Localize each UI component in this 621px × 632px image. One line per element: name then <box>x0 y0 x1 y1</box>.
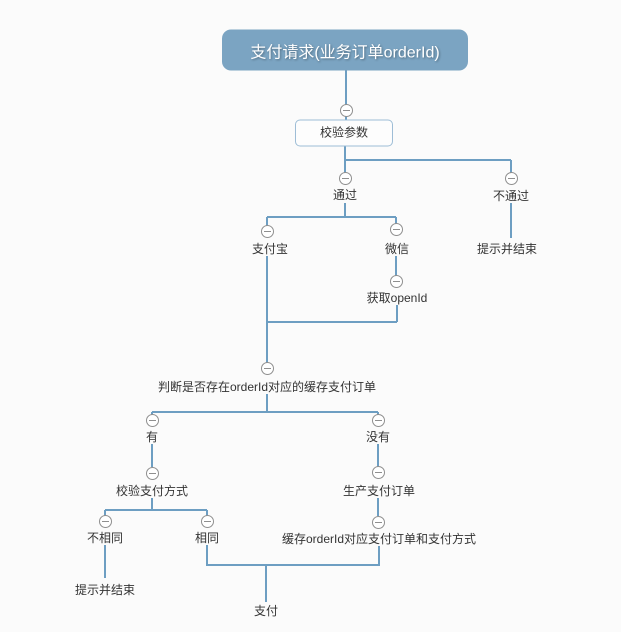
connector-line <box>510 203 512 238</box>
connector-line <box>105 509 207 511</box>
connector-line <box>344 146 346 160</box>
collapse-icon[interactable] <box>260 224 274 238</box>
connector-line <box>266 217 268 226</box>
connector-line <box>395 256 397 276</box>
connector-line <box>104 510 106 516</box>
connector-line <box>378 546 380 566</box>
node-pay[interactable]: 支付 <box>253 604 279 618</box>
connector-line <box>344 203 346 217</box>
collapse-icon[interactable] <box>371 413 385 427</box>
node-cache-order[interactable]: 缓存orderId对应支付订单和支付方式 <box>281 532 477 546</box>
connector-line <box>345 159 511 161</box>
connector-line <box>377 498 379 516</box>
connector-line <box>265 565 267 602</box>
collapse-icon[interactable] <box>145 466 159 480</box>
connector-line <box>266 256 268 322</box>
connector-line <box>151 498 153 510</box>
collapse-icon[interactable] <box>389 222 403 236</box>
node-same[interactable]: 相同 <box>194 531 220 545</box>
node-create-pay-order[interactable]: 生产支付订单 <box>342 484 416 498</box>
collapse-icon[interactable] <box>504 171 518 185</box>
connector-line <box>377 444 379 467</box>
node-alipay[interactable]: 支付宝 <box>251 242 289 256</box>
node-verify-pay-method[interactable]: 校验支付方式 <box>115 484 189 498</box>
connector-line <box>396 305 398 322</box>
collapse-icon[interactable] <box>371 465 385 479</box>
collapse-icon[interactable] <box>98 514 112 528</box>
connector-line <box>345 70 347 120</box>
node-prompt-end-left[interactable]: 提示并结束 <box>74 583 136 597</box>
node-pass[interactable]: 通过 <box>332 188 358 202</box>
connector-line <box>510 160 512 173</box>
collapse-icon[interactable] <box>338 171 352 185</box>
connector-line <box>266 322 268 363</box>
node-check-cached-order[interactable]: 判断是否存在orderId对应的缓存支付订单 <box>157 380 377 394</box>
connector-line <box>266 394 268 412</box>
node-not-same[interactable]: 不相同 <box>86 531 124 545</box>
connector-line <box>267 216 396 218</box>
connector-line <box>104 545 106 578</box>
node-not-pass[interactable]: 不通过 <box>492 189 530 203</box>
node-exists[interactable]: 有 <box>145 430 159 444</box>
connector-line <box>151 444 153 467</box>
connector-line <box>152 411 378 413</box>
connector-line <box>206 545 208 566</box>
node-not-exists[interactable]: 没有 <box>365 430 391 444</box>
collapse-icon[interactable] <box>389 274 403 288</box>
collapse-icon[interactable] <box>145 413 159 427</box>
collapse-icon[interactable] <box>200 514 214 528</box>
node-prompt-end-right[interactable]: 提示并结束 <box>476 242 538 256</box>
node-payment-request-root[interactable]: 支付请求(业务订单orderId) <box>222 29 468 71</box>
connector-line <box>207 564 379 566</box>
collapse-icon[interactable] <box>371 515 385 529</box>
connector-line <box>267 321 397 323</box>
collapse-icon[interactable] <box>260 361 274 375</box>
connector-line <box>344 160 346 173</box>
collapse-icon[interactable] <box>339 103 353 117</box>
node-get-openid[interactable]: 获取openId <box>366 291 428 305</box>
connector-line <box>206 510 208 516</box>
node-wechat[interactable]: 微信 <box>384 242 410 256</box>
node-check-params[interactable]: 校验参数 <box>294 119 394 147</box>
connector-line <box>395 217 397 224</box>
